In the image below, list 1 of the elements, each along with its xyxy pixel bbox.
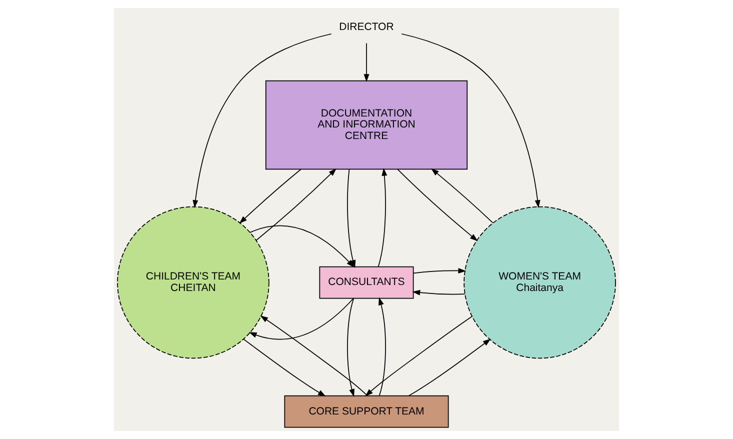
- node-text: DIRECTOR: [339, 21, 394, 34]
